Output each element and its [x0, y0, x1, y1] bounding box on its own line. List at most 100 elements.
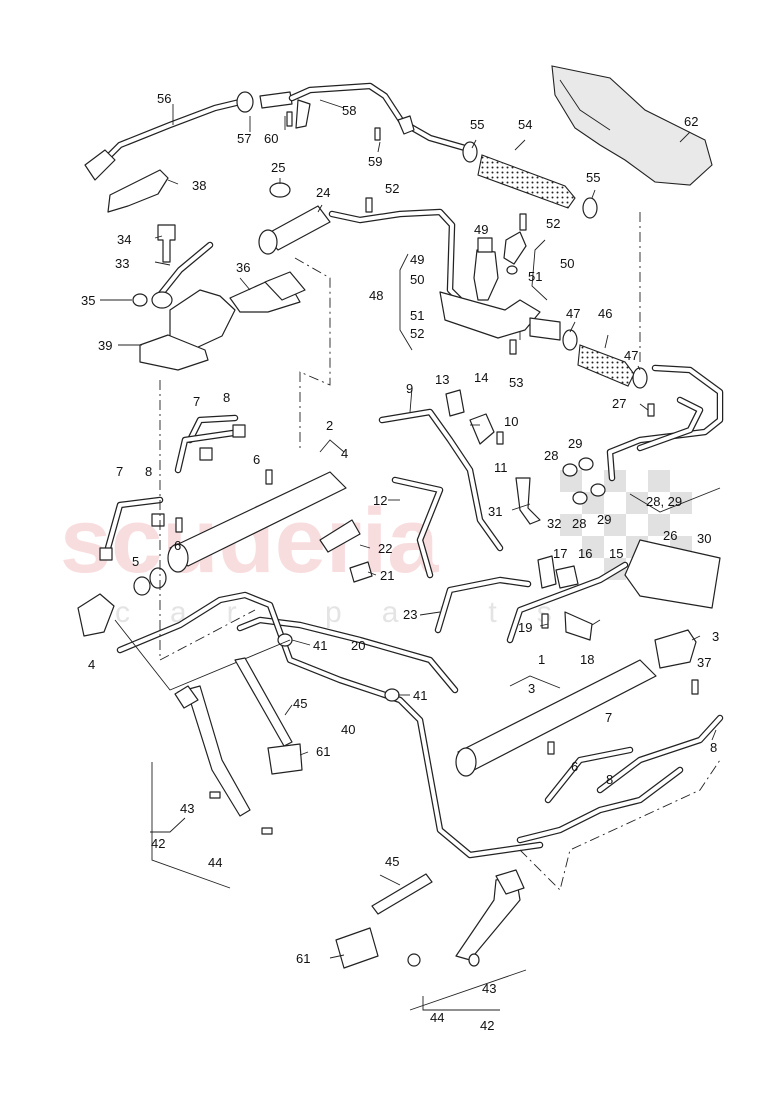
- callout-56: 56: [157, 91, 171, 106]
- callout-8-far-right: 8: [710, 740, 717, 755]
- callout-51-right: 51: [528, 269, 542, 284]
- pipe-injector-right: [516, 766, 684, 844]
- callout-33: 33: [115, 256, 129, 271]
- stud-45a: [234, 657, 293, 747]
- callout-52-right: 52: [546, 216, 560, 231]
- callout-20: 20: [351, 638, 365, 653]
- injector-top-b: [495, 869, 525, 895]
- screw-11: [496, 431, 504, 445]
- screw-19: [541, 613, 549, 629]
- screw-27: [647, 403, 655, 417]
- bracket-21: [349, 561, 373, 583]
- stud-45b: [371, 873, 433, 915]
- callout-8-left: 8: [145, 464, 152, 479]
- callout-52-left: 52: [410, 326, 424, 341]
- callout-29-upper: 29: [568, 436, 582, 451]
- bracket-58: [295, 99, 311, 129]
- callout-27: 27: [612, 396, 626, 411]
- bracket-17: [537, 555, 557, 589]
- callout-41-upper: 41: [313, 638, 327, 653]
- callout-28-upper: 28: [544, 448, 558, 463]
- callout-45-upper: 45: [293, 696, 307, 711]
- callout-6-left: 6: [174, 538, 181, 553]
- callout-19: 19: [518, 620, 532, 635]
- callout-22: 22: [378, 541, 392, 556]
- washer-29b: [590, 483, 606, 497]
- callout-10: 10: [504, 414, 518, 429]
- callout-44-upper: 44: [208, 855, 222, 870]
- bracket-39: [139, 334, 209, 371]
- bolt-34: [157, 224, 176, 263]
- callout-35: 35: [81, 293, 95, 308]
- return-hose-assembly: [84, 82, 598, 219]
- screw-6a: [175, 517, 183, 533]
- callout-40: 40: [341, 722, 355, 737]
- oring-5b: [149, 567, 167, 589]
- callout-26: 26: [663, 528, 677, 543]
- washer-28b: [572, 491, 588, 505]
- callout-1: 1: [538, 652, 545, 667]
- callout-47-right: 47: [624, 348, 638, 363]
- callout-37: 37: [697, 655, 711, 670]
- clip-41b: [384, 688, 400, 702]
- screw-6b: [265, 469, 273, 485]
- seal-44a: [261, 827, 273, 835]
- guide-line-24: [294, 257, 331, 452]
- connector-60: [259, 91, 293, 109]
- right-return-hose: [529, 212, 724, 513]
- callout-21: 21: [380, 568, 394, 583]
- heat-shield-62: [551, 65, 713, 186]
- insulation-30: [624, 539, 721, 609]
- washer-29a: [578, 457, 594, 471]
- screw-52-left: [365, 197, 373, 213]
- screw-37: [691, 679, 699, 695]
- clamp-55-right: [582, 197, 598, 219]
- nut-8b: [199, 447, 213, 461]
- injector-left: [151, 657, 303, 889]
- screw-52-right: [519, 213, 527, 231]
- callout-6-upper: 6: [253, 452, 260, 467]
- bracket-59: [397, 115, 415, 135]
- callout-47-left: 47: [566, 306, 580, 321]
- callout-2: 2: [326, 418, 333, 433]
- clamp-25: [269, 182, 291, 198]
- callout-51-left: 51: [410, 308, 424, 323]
- callout-41-lower: 41: [413, 688, 427, 703]
- bracket-48: [439, 291, 541, 339]
- clip-10: [469, 413, 495, 445]
- callout-9: 9: [406, 381, 413, 396]
- adapter-4: [77, 593, 115, 637]
- callout-5: 5: [132, 554, 139, 569]
- callout-43-lower: 43: [482, 981, 496, 996]
- pressure-sensor-group: [365, 197, 548, 355]
- callout-labels: 56 57 60 58 59 55 54 55 62 38 25 24 52 5…: [81, 91, 719, 1033]
- callout-46: 46: [598, 306, 612, 321]
- callout-55-right: 55: [586, 170, 600, 185]
- callout-34: 34: [117, 232, 131, 247]
- callout-7-left: 7: [116, 464, 123, 479]
- callout-43-upper: 43: [180, 801, 194, 816]
- screw-53: [509, 339, 517, 355]
- callout-11: 11: [494, 460, 508, 475]
- callout-17: 17: [553, 546, 567, 561]
- callout-8-right: 8: [606, 772, 613, 787]
- callout-62: 62: [684, 114, 698, 129]
- hose-54: [477, 154, 576, 209]
- callout-leaders: [100, 99, 717, 959]
- callout-53: 53: [509, 375, 523, 390]
- callout-32: 32: [547, 516, 561, 531]
- oring-5a: [133, 576, 151, 596]
- hose-56: [91, 98, 244, 174]
- callout-44-lower: 44: [430, 1010, 444, 1025]
- washer-51: [506, 265, 518, 275]
- callout-50-left: 50: [410, 272, 424, 287]
- screw-60: [286, 111, 293, 127]
- callout-13: 13: [435, 372, 449, 387]
- nut-8c: [151, 513, 165, 527]
- callout-30: 30: [697, 531, 711, 546]
- callout-4-left: 4: [88, 657, 95, 672]
- seal-43a: [209, 791, 221, 799]
- seal-43b: [468, 953, 480, 967]
- nut-7a: [99, 547, 113, 561]
- clamp-61b: [335, 927, 379, 969]
